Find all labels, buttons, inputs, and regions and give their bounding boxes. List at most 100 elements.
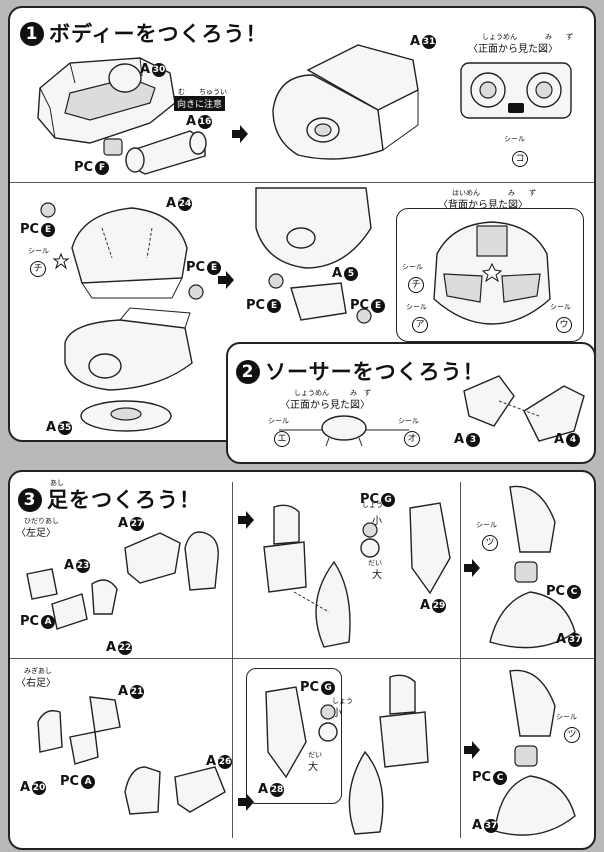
right-leg-assembly-drawing bbox=[348, 674, 429, 835]
left-leg-ruby: ひだりあし bbox=[24, 517, 59, 525]
right-subassembly-box bbox=[246, 668, 342, 804]
arrow-right-icon bbox=[238, 511, 254, 529]
sticker-tsu-left-badge: ツ bbox=[480, 530, 498, 551]
arrow-right-icon bbox=[464, 741, 480, 759]
back-view-drawing bbox=[433, 221, 551, 325]
body-lower-shell-drawing bbox=[64, 307, 193, 391]
body-upper-shell-drawing bbox=[71, 207, 188, 299]
left-leg-caption: 〈左足〉 bbox=[16, 528, 56, 539]
front-view-caption: 〈正面から見た図〉 bbox=[468, 44, 558, 55]
left-small-ruby: しょう bbox=[362, 501, 383, 509]
body-assembled-drawing bbox=[272, 44, 419, 160]
sticker-chi-word: シール bbox=[28, 247, 49, 255]
sticker-o-word: シール bbox=[398, 417, 419, 425]
pc-g-right-drawing bbox=[318, 704, 338, 742]
right-ankle-parts-drawing bbox=[37, 696, 121, 765]
note-orientation-ruby: む ちゅうい bbox=[178, 88, 227, 96]
step2-number-badge: 2 bbox=[236, 360, 260, 384]
sticker-ko-badge: コ bbox=[510, 146, 528, 167]
saucer-front-ruby: しょうめん み ず bbox=[294, 389, 371, 397]
base-disc-drawing bbox=[80, 400, 172, 432]
step3-vdivider-1 bbox=[232, 482, 233, 838]
arrow-right-icon bbox=[464, 559, 480, 577]
sticker-a-badge: ア bbox=[410, 312, 428, 333]
sticker-ko-word: シール bbox=[504, 135, 525, 143]
sticker-chi2-word: シール bbox=[402, 263, 423, 271]
pc-e-left-drawing bbox=[40, 202, 56, 218]
left-small-label: 小 bbox=[372, 516, 382, 527]
step3-title: 足をつくろう！ bbox=[47, 488, 201, 512]
right-leg-caption: 〈右足〉 bbox=[16, 678, 56, 689]
left-leg-assembly-drawing bbox=[263, 504, 351, 648]
right-leg-ruby: みぎあし bbox=[24, 667, 52, 675]
sticker-e-badge: エ bbox=[272, 426, 290, 447]
saucer-front-caption: 〈正面から見た図〉 bbox=[280, 400, 370, 411]
step3-hdivider bbox=[10, 658, 594, 659]
front-view-ruby: しょうめん み ず bbox=[482, 33, 573, 41]
pc-g-left-drawing bbox=[360, 522, 380, 558]
left-ankle-parts-drawing bbox=[26, 568, 118, 630]
pc-f-drawing bbox=[103, 138, 123, 156]
tube-part-a16-drawing bbox=[125, 130, 207, 175]
sticker-o-badge: オ bbox=[402, 426, 420, 447]
arrow-right-icon bbox=[218, 271, 234, 289]
step3-leg-ruby: あし bbox=[50, 479, 64, 487]
left-large-label: 大 bbox=[372, 570, 382, 581]
sticker-a-word: シール bbox=[406, 303, 427, 311]
body-rear-frame-drawing bbox=[37, 57, 176, 144]
sticker-u-word: シール bbox=[550, 303, 571, 311]
right-large-ruby: だい bbox=[308, 751, 322, 759]
step1-title: ボディーをつくろう！ bbox=[49, 22, 268, 46]
step2-title: ソーサーをつくろう！ bbox=[265, 360, 485, 384]
sticker-tsu-right-badge: ツ bbox=[562, 722, 580, 743]
right-large-label: 大 bbox=[308, 762, 318, 773]
sticker-chi2-badge: チ bbox=[406, 272, 424, 293]
note-orientation: 向きに注意 bbox=[174, 96, 226, 111]
head-neck-assembly-drawing bbox=[255, 187, 372, 324]
sticker-tsu-left-word: シール bbox=[476, 521, 497, 529]
left-shin-drawing bbox=[409, 502, 451, 595]
step3-vdivider-2 bbox=[460, 482, 461, 838]
sticker-chi-badge: チ bbox=[28, 256, 46, 277]
saucer-front-drawing bbox=[279, 415, 409, 447]
step1-divider bbox=[10, 182, 594, 183]
saucer-parts-drawing bbox=[463, 375, 585, 442]
right-leg-final-drawing bbox=[494, 669, 576, 836]
right-foot-parts-drawing bbox=[124, 766, 226, 815]
pc-e-mid-drawing bbox=[188, 284, 204, 300]
back-view-box bbox=[396, 208, 584, 342]
sticker-u-badge: ウ bbox=[554, 312, 572, 333]
left-leg-final-drawing bbox=[489, 485, 576, 649]
left-large-ruby: だい bbox=[368, 559, 382, 567]
left-foot-parts-drawing bbox=[124, 531, 219, 591]
back-view-ruby: はいめん み ず bbox=[452, 189, 536, 197]
